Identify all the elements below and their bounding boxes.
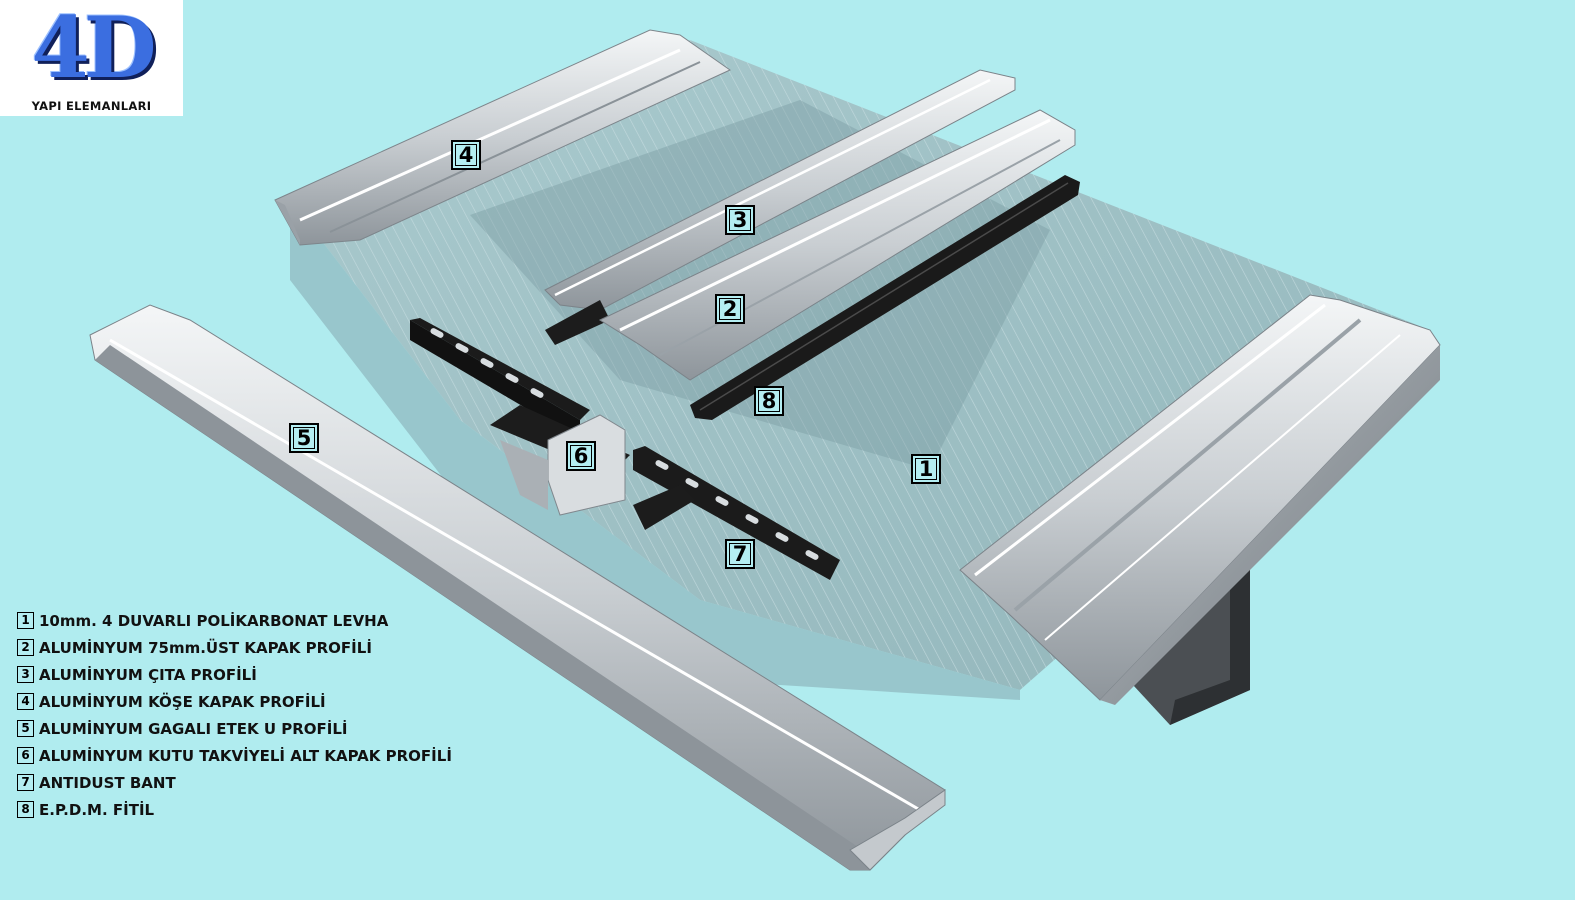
callout-4: 4 (451, 140, 481, 170)
legend-label: ANTIDUST BANT (39, 773, 176, 792)
legend-label: ALUMİNYUM KUTU TAKVİYELİ ALT KAPAK PROFİ… (39, 746, 452, 765)
callout-5: 5 (289, 423, 319, 453)
epdm-gasket (690, 175, 1080, 420)
legend-item: 4 ALUMİNYUM KÖŞE KAPAK PROFİLİ (17, 688, 452, 715)
callout-8: 8 (754, 386, 784, 416)
legend-item: 6 ALUMİNYUM KUTU TAKVİYELİ ALT KAPAK PRO… (17, 742, 452, 769)
legend-item: 8 E.P.D.M. FİTİL (17, 796, 452, 823)
legend-item: 3 ALUMİNYUM ÇITA PROFİLİ (17, 661, 452, 688)
legend-number: 4 (17, 693, 34, 710)
legend-number: 5 (17, 720, 34, 737)
logo-4d-mark: 4D (31, 0, 156, 97)
callout-2: 2 (715, 294, 745, 324)
legend-number: 6 (17, 747, 34, 764)
legend-number: 7 (17, 774, 34, 791)
bottom-cap-profile (490, 405, 695, 530)
antidust-tape (410, 318, 840, 580)
legend-label: ALUMİNYUM ÇITA PROFİLİ (39, 665, 257, 684)
legend-number: 3 (17, 666, 34, 683)
legend-number: 2 (17, 639, 34, 656)
callout-1: 1 (911, 454, 941, 484)
brand-logo: 4D YAPI ELEMANLARI (0, 0, 183, 116)
rafter-profile-assembly (959, 294, 1441, 705)
legend-item: 1 10mm. 4 DUVARLI POLİKARBONAT LEVHA (17, 607, 452, 634)
legend-label: ALUMİNYUM KÖŞE KAPAK PROFİLİ (39, 692, 326, 711)
legend-number: 1 (17, 612, 34, 629)
legend-item: 5 ALUMİNYUM GAGALI ETEK U PROFİLİ (17, 715, 452, 742)
legend-number: 8 (17, 801, 34, 818)
callout-6: 6 (566, 441, 596, 471)
legend-label: ALUMİNYUM GAGALI ETEK U PROFİLİ (39, 719, 348, 738)
callout-7: 7 (725, 539, 755, 569)
legend-item: 2 ALUMİNYUM 75mm.ÜST KAPAK PROFİLİ (17, 634, 452, 661)
corner-cap-profile (274, 29, 732, 246)
legend-label: 10mm. 4 DUVARLI POLİKARBONAT LEVHA (39, 611, 389, 630)
legend-label: ALUMİNYUM 75mm.ÜST KAPAK PROFİLİ (39, 638, 372, 657)
parts-legend: 1 10mm. 4 DUVARLI POLİKARBONAT LEVHA 2 A… (17, 607, 452, 823)
legend-label: E.P.D.M. FİTİL (39, 800, 155, 819)
slat-profile (544, 69, 1016, 345)
callout-3: 3 (725, 205, 755, 235)
legend-item: 7 ANTIDUST BANT (17, 769, 452, 796)
logo-subtitle: YAPI ELEMANLARI (31, 99, 152, 113)
